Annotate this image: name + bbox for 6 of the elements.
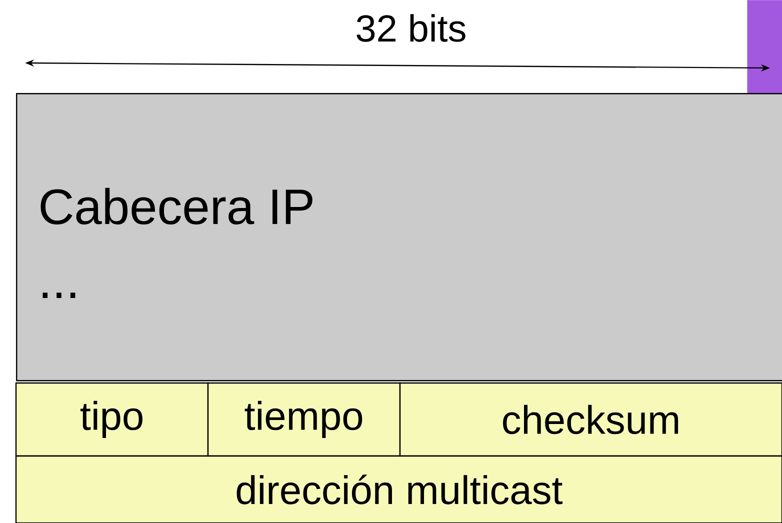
header-box: Cabecera IP ... bbox=[16, 93, 782, 382]
side-bar bbox=[747, 0, 782, 94]
field-cell: checksum bbox=[399, 382, 782, 457]
dimension-label: 32 bits bbox=[356, 14, 466, 42]
field-cell: tiempo bbox=[207, 382, 401, 457]
field-cell: tipo bbox=[15, 382, 209, 457]
